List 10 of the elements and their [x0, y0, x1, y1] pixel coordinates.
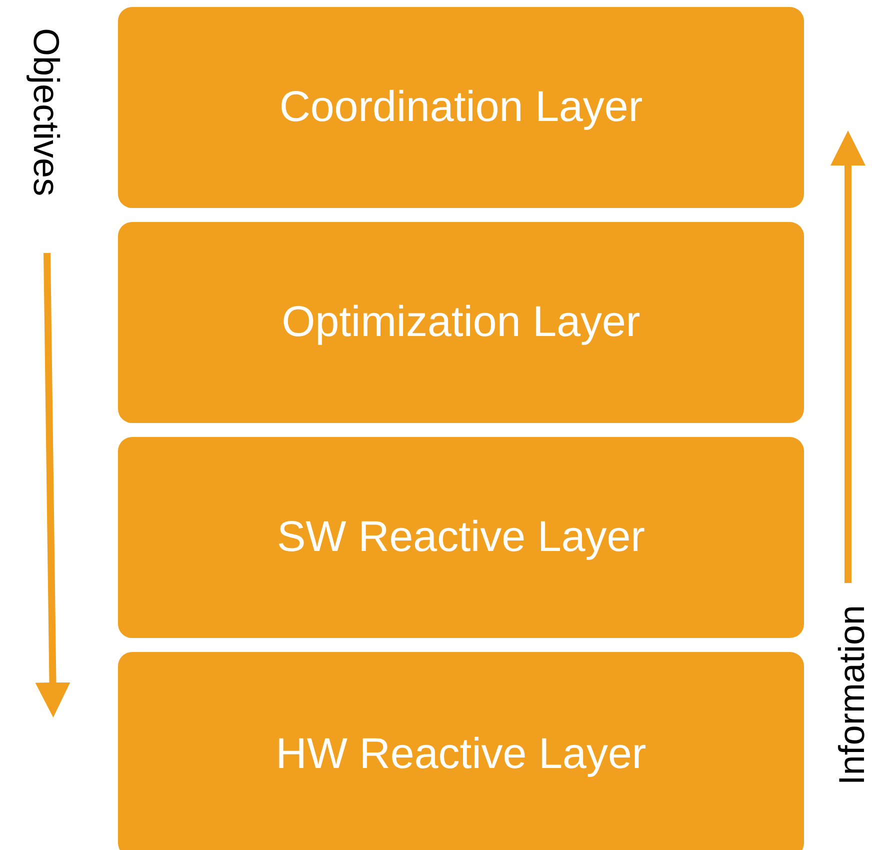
layer-label: SW Reactive Layer	[276, 513, 646, 562]
layer-label: Optimization Layer	[282, 298, 640, 347]
layer-box	[118, 437, 804, 638]
layer-box	[118, 222, 804, 423]
layer-label: Coordination Layer	[279, 83, 643, 132]
axis-label: Objectives	[28, 28, 64, 196]
layer-box	[118, 7, 804, 208]
axis-label: Information	[834, 605, 870, 786]
layer-label: HW Reactive Layer	[276, 730, 646, 779]
layer-box	[118, 652, 804, 850]
